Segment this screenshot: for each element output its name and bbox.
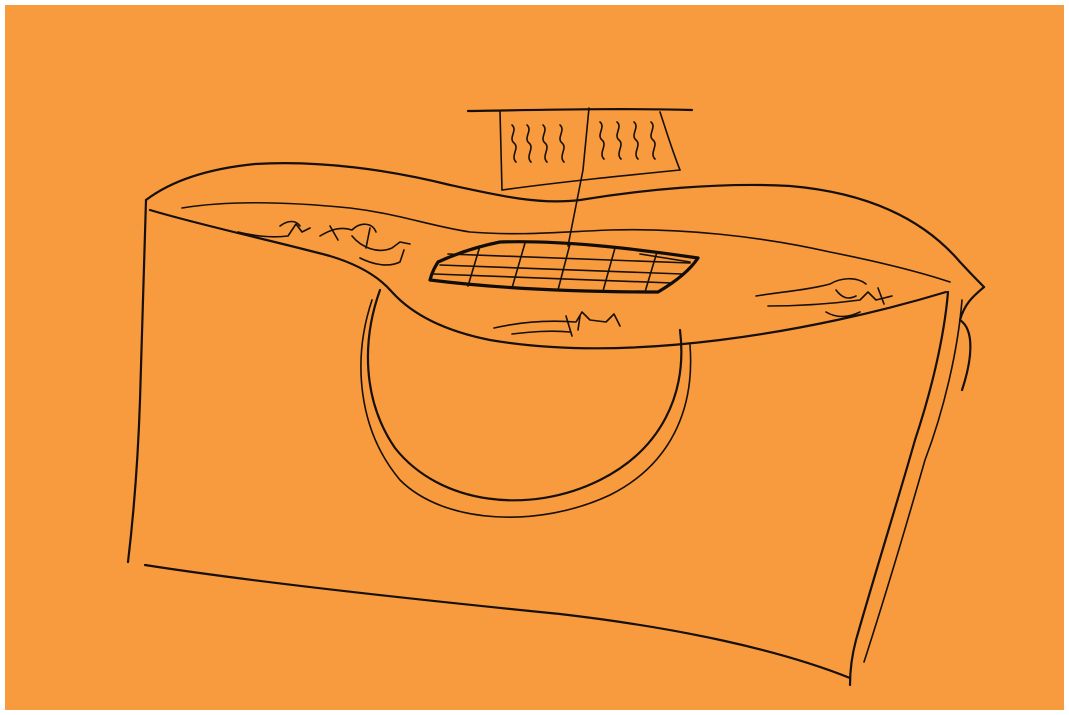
semicircle-cutout (361, 290, 691, 517)
top-surface (150, 203, 950, 349)
grid-panel (430, 242, 698, 292)
hanging-screen (468, 108, 692, 246)
